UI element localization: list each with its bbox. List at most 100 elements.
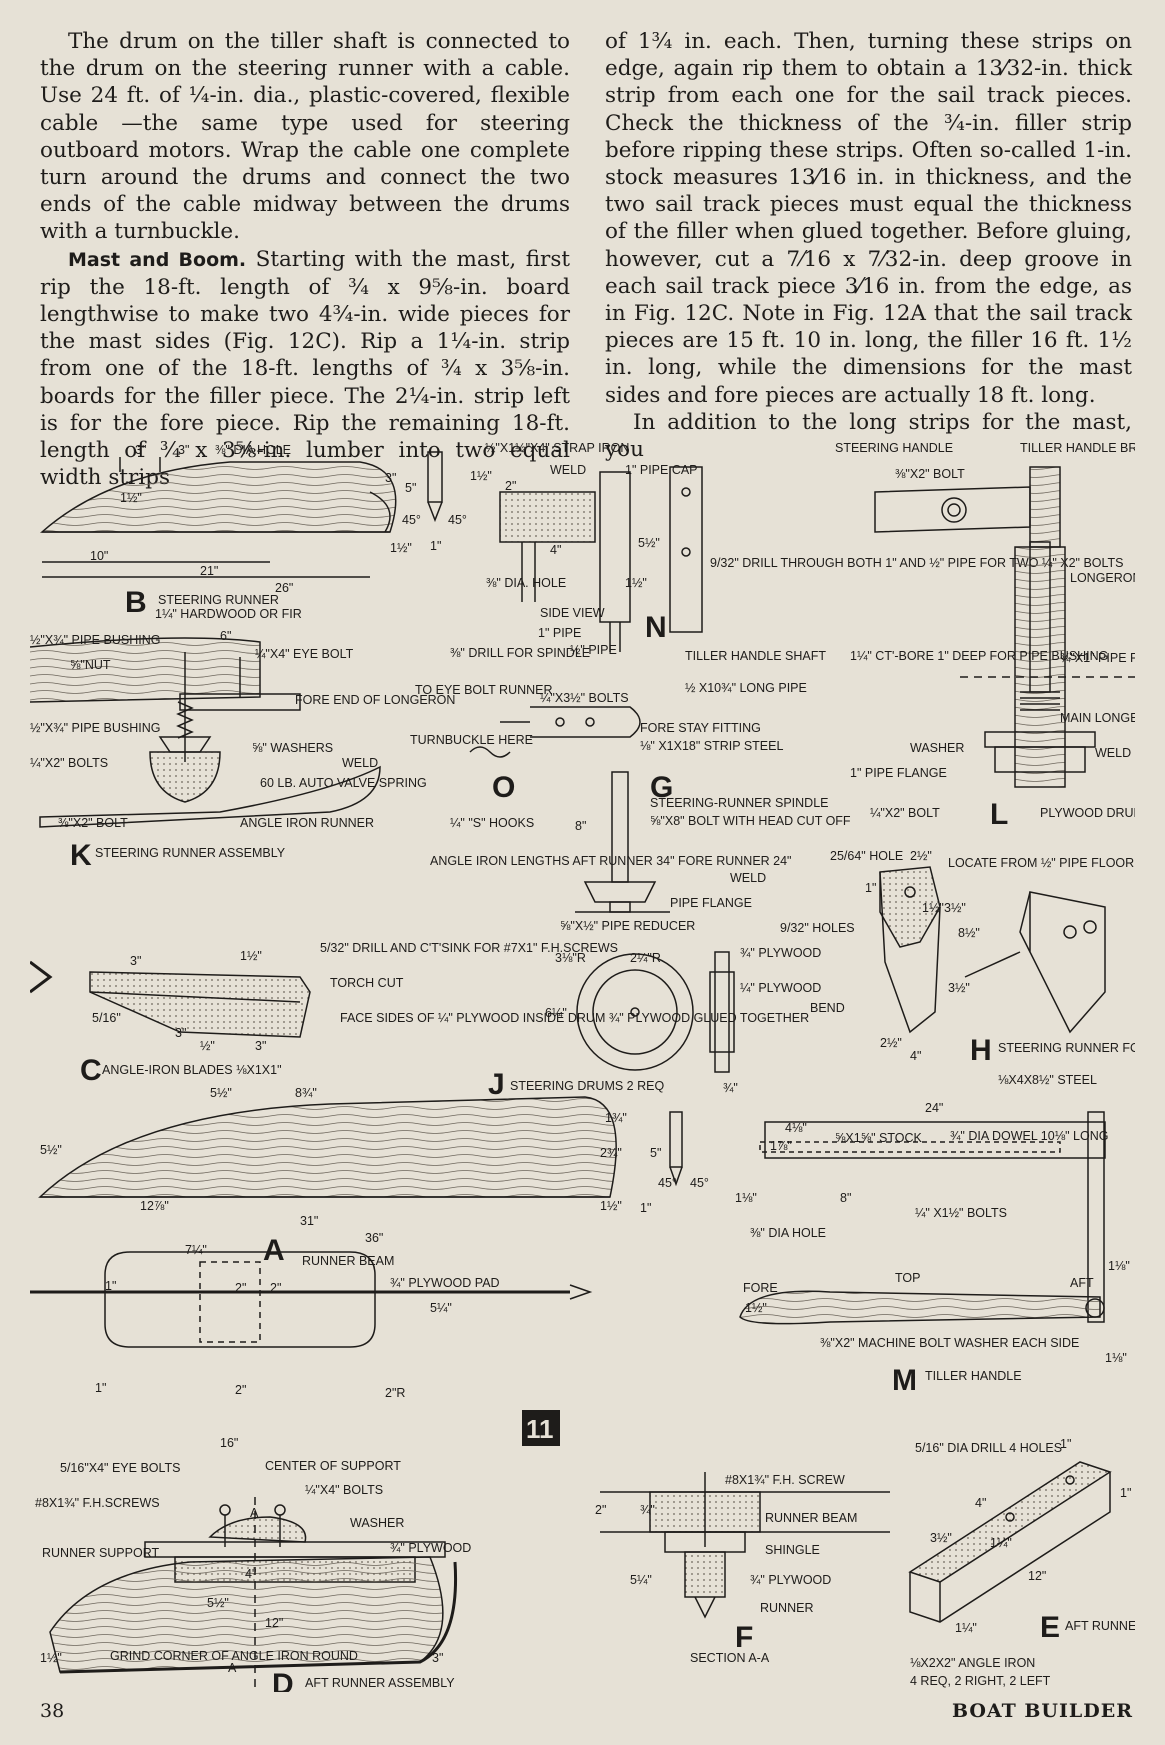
callout: PIPE FLANGE [670,896,752,910]
callout: 60 LB. AUTO VALVE SPRING [260,776,427,790]
figure-title: STEERING RUNNER FORK [998,1041,1135,1055]
callout: 9/32" HOLES [780,921,855,935]
dim-label: 10" [90,549,108,563]
callout: ¼"X2" BOLTS [30,756,108,770]
callout: AFT [1070,1276,1094,1290]
callout: ¼"X4" BOLTS [305,1483,383,1497]
drawing-g-spindle [575,771,670,913]
callout: 25/64" HOLE [830,849,903,863]
paragraph: of 1¾ in. each. Then, turning these stri… [605,29,1132,408]
dim-label: 5" [405,481,416,495]
drawing-f-labels: #8X1¾" F.H. SCREW 2" ¾" RUNNER BEAM SHIN… [595,1473,857,1665]
callout: RUNNER BEAM [765,1511,857,1525]
drawing-c-labels: 3" 1½" 5/32" DRILL AND C'T'SINK FOR #7X1… [80,941,618,1087]
figure-letter: F [735,1621,753,1654]
dim-label: 2" [235,1281,246,1295]
callout: ½"X¾" PIPE BUSHING [30,633,160,647]
dim-label: 1½" [40,1651,62,1665]
dim-label: 3" [135,443,146,457]
figure-title: ANGLE-IRON BLADES ⅛X1X1" [102,1063,282,1077]
drawing-d-aft-runner-assembly [49,1497,458,1687]
dim-label: 1⅞" [770,1139,792,1153]
figure-title: AFT RUNNER SUPPORTS [1065,1619,1135,1633]
dim-label: 8" [575,819,586,833]
drawing-b-steering-runner [40,451,443,578]
figure-letter: A [263,1234,285,1267]
figure-letter: D [272,1668,294,1692]
text-column-right: of 1¾ in. each. Then, turning these stri… [605,28,1132,463]
dim-label: 1" [430,539,441,553]
drawing-m-tiller-handle [739,1111,1106,1325]
drawing-e-labels: 5/16" DIA DRILL 4 HOLES 1" 1" 4" 3½" 1¼"… [910,1437,1135,1688]
dim-label: 1¾" [605,1111,627,1125]
drawing-g-labels: STEERING-RUNNER SPINDLE ⅝"X8" BOLT WITH … [430,771,851,933]
callout: ⅝" WASHERS [252,741,333,755]
callout: TILLER HANDLE BRACKET [1020,441,1135,455]
callout: ½ X10¾" LONG PIPE [685,681,807,695]
figure-title: STEERING RUNNER [158,593,279,607]
callout: WASHER [350,1516,404,1530]
callout: ⅜" DRILL FOR SPINDLE [450,646,590,660]
dim-label: A [228,1661,237,1675]
dim-label: 8¾" [295,1086,317,1100]
callout: TO EYE BOLT RUNNER [415,683,553,697]
callout: 2"R [385,1386,405,1400]
dim-label: 2" [505,479,516,493]
callout: ¾" PLYWOOD [390,1541,471,1555]
callout: 1" PIPE [538,626,581,640]
callout: ⅜"X2" BOLT [58,816,128,830]
dim-label: 21" [200,564,218,578]
dim-label: 12" [265,1616,283,1630]
dim-label: A [250,1506,259,1520]
drawing-j-steering-drums [576,951,735,1073]
dim-label: 7¼" [185,1243,207,1257]
figure-subtitle: ⅛X2X2" ANGLE IRON [910,1656,1035,1670]
callout: STEERING HANDLE [835,441,953,455]
figure-letter: O [492,771,515,804]
figure-number: 11 [526,1414,554,1444]
callout: ⅜"X2" BOLT [895,467,965,481]
callout: 1" PIPE CAP [625,463,698,477]
callout: BEND [810,1001,845,1015]
callout: PLYWOOD DRUM SPOOL [1040,806,1135,820]
dim-label: 6¼" [545,1006,567,1020]
dim-label: 1½" [390,541,412,555]
callout: TOP [895,1271,920,1285]
dim-label: 4" [550,543,561,557]
callout: ¾" DIA DOWEL 10⅛" LONG [950,1129,1108,1143]
callout: SIDE VIEW [540,606,605,620]
callout: FORE [743,1281,778,1295]
dim-label: 5½" [40,1143,62,1157]
callout: LOCATE FROM ½" PIPE FLOOR FLANGE [948,856,1135,870]
dim-label: 2" [270,1281,281,1295]
callout: 5/16" DIA DRILL 4 HOLES [915,1441,1062,1455]
dim-label: 1½" [922,901,944,915]
dim-label: 5¼" [630,1573,652,1587]
callout: MAIN LONGERON [1060,711,1135,725]
drawing-h-labels: 25/64" HOLE 2½" LOCATE FROM ½" PIPE FLOO… [780,849,1135,1087]
callout: TORCH CUT [330,976,404,990]
dim-label: 1⅛" [1108,1259,1130,1273]
dim-label: 4" [975,1496,986,1510]
dim-label: 2½" [880,1036,902,1050]
callout: ¾"X1" PIPE REDUCER-BUSHINGS [1060,651,1135,665]
dim-label: 2¾" [600,1146,622,1160]
dim-label: 2" [595,1503,606,1517]
figure-letter: N [645,611,667,644]
figure-number-box: 11 [522,1410,560,1446]
drawing-l-labels: STEERING HANDLE ⅜"X2" BOLT TILLER HANDLE… [835,441,1135,831]
dim-label: 5" [650,1146,661,1160]
callout: ½"X1½"X4" STRAP IRON [485,441,629,455]
figure-title: STEERING RUNNER ASSEMBLY [95,846,286,860]
callout: RUNNER [760,1601,813,1615]
dim-label: 4" [245,1567,256,1581]
callout: ⅜" DIA HOLE [750,1226,826,1240]
dim-label: 5½" [207,1596,229,1610]
callout: FORE STAY FITTING [640,721,761,735]
callout: FACE SIDES OF ¼" PLYWOOD INSIDE DRUM ¾" … [340,1011,809,1025]
callout: ¾" PLYWOOD [740,946,821,960]
dim-label: ½" [200,1039,215,1053]
paragraph: The drum on the tiller shaft is connecte… [40,29,570,245]
drawing-l-longeron-upright [874,466,1135,788]
figure-letter: G [650,771,673,804]
